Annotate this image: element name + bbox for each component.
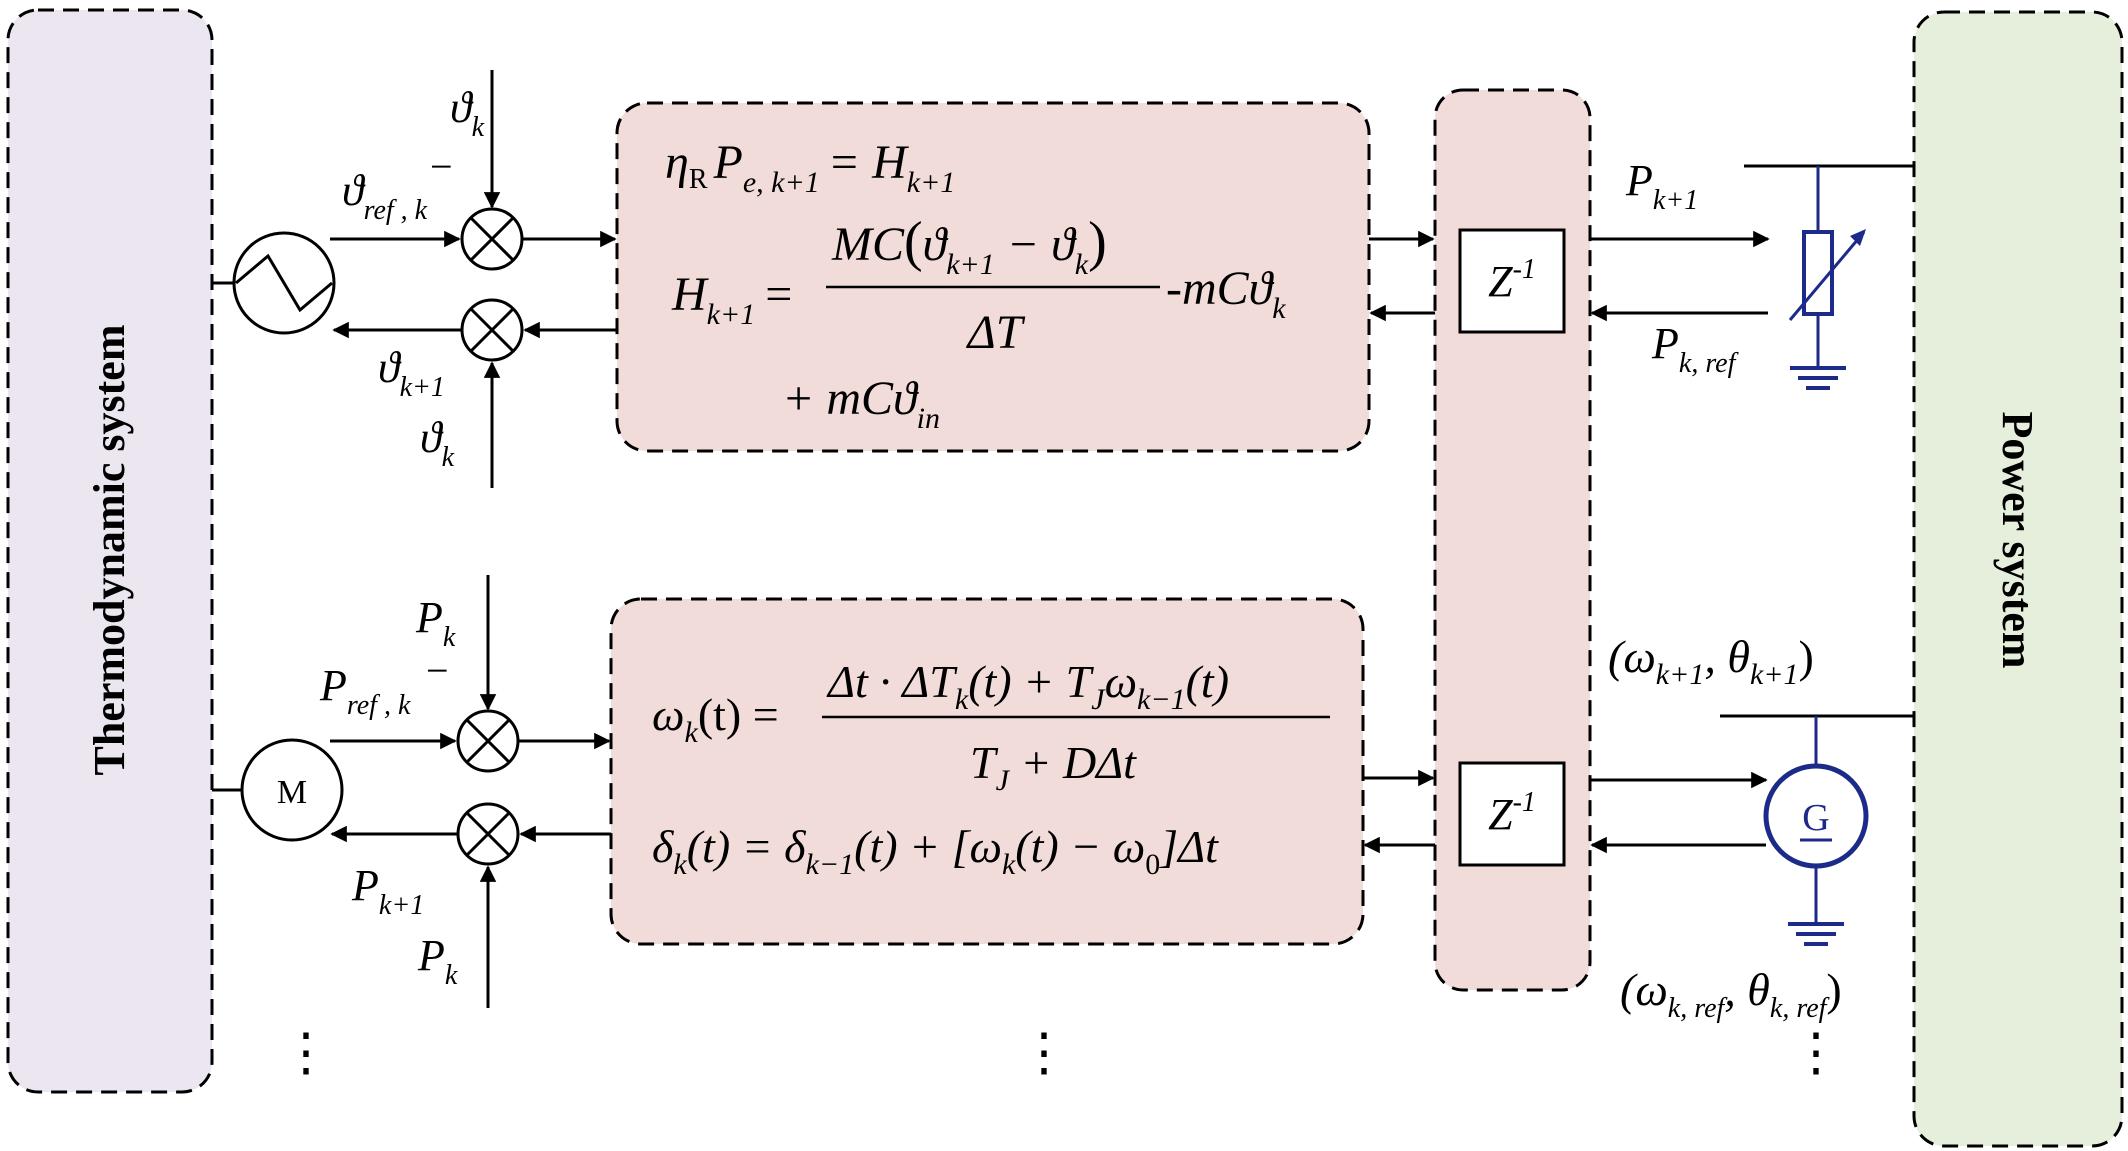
- delay-block-top: [1458, 228, 1566, 334]
- label-p-k1-top: Pk+1: [1625, 156, 1698, 216]
- swing-equation-1-lhs: ωk(t) =: [652, 689, 779, 749]
- swing-equation-1-numerator: Δt · ΔTk(t) + TJωk−1(t): [826, 656, 1229, 716]
- heat-exchanger-zigzag: [235, 253, 333, 313]
- label-p-k1-left: Pk+1: [351, 861, 424, 921]
- heat-equation-2-lhs: Hk+1=: [671, 268, 792, 331]
- delay-block-top-label: Z-1: [1488, 254, 1536, 306]
- label-theta-k-bottom: ϑk: [420, 413, 455, 473]
- swing-equation-box: [609, 597, 1365, 946]
- ellipsis-center: ⋮: [1018, 1025, 1070, 1082]
- heat-equation-2-numerator: MC(ϑk+1 − ϑk): [831, 211, 1107, 281]
- label-theta-k-top: ϑk: [450, 83, 485, 143]
- sum-junction-top-lower-x2: [469, 307, 515, 353]
- label-omega-theta-ref: (ωk, ref, θk, ref): [1620, 964, 1842, 1024]
- sum-junction-top-upper-x2: [469, 216, 515, 262]
- thermodynamic-system-panel: [6, 8, 214, 1094]
- label-p-k-ref: Pk, ref: [1651, 319, 1739, 379]
- generator-label: G: [1802, 797, 1829, 839]
- ellipsis-right: ⋮: [1790, 1025, 1842, 1082]
- label-theta-ref: ϑref , k: [342, 166, 428, 226]
- power-system-panel: [1912, 10, 2124, 1148]
- label-minus-bottom: −: [426, 648, 449, 693]
- motor-icon: [240, 738, 344, 842]
- label-p-k-bottom: Pk: [417, 931, 458, 991]
- heat-equation-3: + mCϑin: [782, 372, 940, 435]
- label-minus-top: −: [430, 144, 453, 189]
- thermodynamic-system-title: Thermodynamic system: [85, 325, 134, 776]
- ellipsis-left: ⋮: [280, 1025, 332, 1082]
- heat-equation-2-denominator: ΔT: [966, 306, 1026, 359]
- label-omega-theta-k1: (ωk+1, θk+1): [1608, 631, 1814, 691]
- delay-block-bottom: [1458, 761, 1566, 867]
- motor-label: M: [277, 774, 307, 811]
- heat-equation-box: [615, 101, 1371, 453]
- label-theta-k1: ϑk+1: [378, 343, 445, 403]
- delay-block-bottom-label: Z-1: [1488, 787, 1536, 839]
- power-system-title: Power system: [1993, 412, 2042, 669]
- variable-resistor-arrow: [1788, 231, 1866, 321]
- label-p-k-top: Pk: [415, 593, 456, 653]
- swing-equation-1-denominator: TJ + DΔt: [970, 737, 1137, 797]
- heat-equation-2-tail: -mCϑk: [1166, 262, 1286, 325]
- variable-resistor-arrowhead: [1850, 229, 1866, 246]
- sum-junction-bottom-upper-x2: [465, 718, 511, 764]
- label-p-ref: Pref , k: [319, 661, 411, 721]
- swing-equation-2: δk(t) = δk−1(t) + [ωk(t) − ω0]Δt: [652, 821, 1219, 881]
- sum-junction-bottom-lower-x2: [465, 811, 511, 857]
